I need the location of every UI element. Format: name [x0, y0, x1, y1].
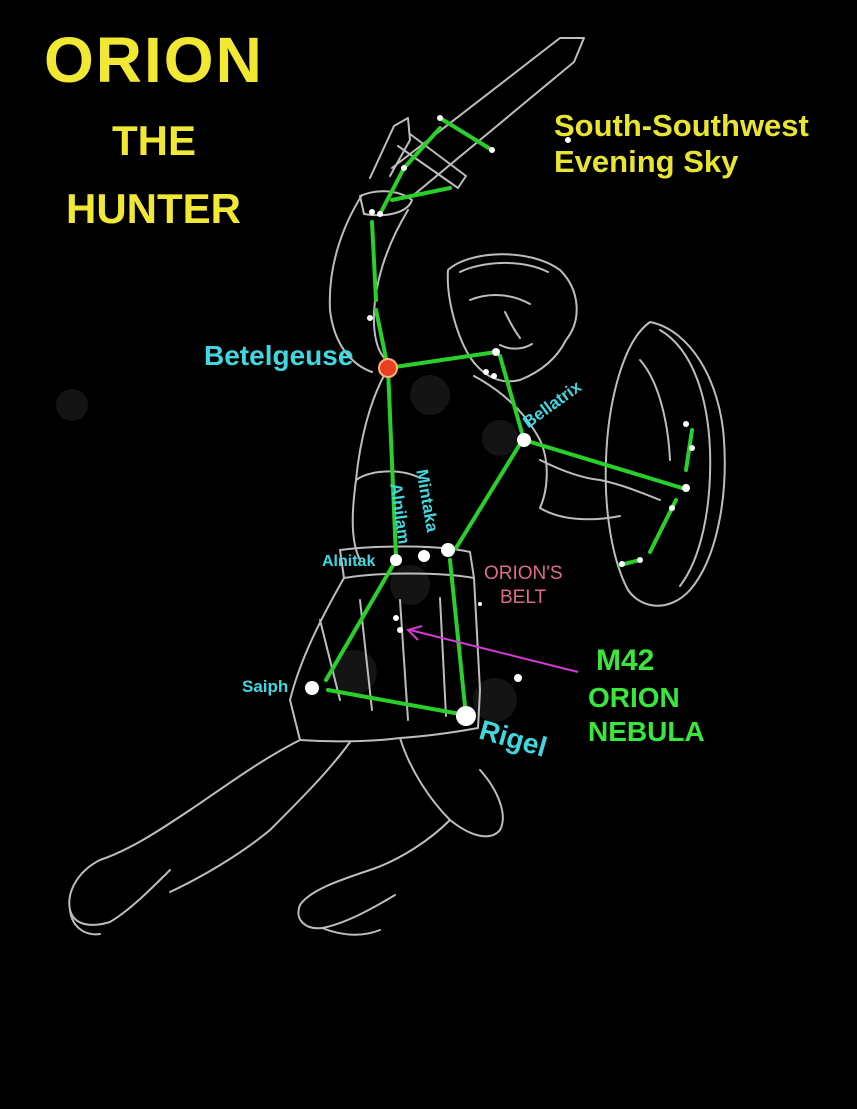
label-orion-nebula-line1: ORION: [588, 682, 680, 713]
subtitle-line1: South-Southwest: [554, 108, 809, 143]
stars: [305, 115, 695, 726]
title-the: THE: [112, 117, 196, 164]
label-orions-belt-line2: BELT: [500, 587, 547, 608]
betelgeuse-star: [378, 358, 398, 378]
faint-sky-glow: [56, 375, 518, 722]
title-block: ORION THE HUNTER: [0, 0, 330, 240]
hunter-figure-outline: [68, 37, 726, 936]
label-betelgeuse: Betelgeuse: [204, 340, 354, 371]
rigel-star: [456, 706, 476, 726]
alnilam-star: [418, 550, 430, 562]
label-orion-nebula-line2: NEBULA: [588, 716, 705, 747]
title-orion: ORION: [44, 24, 264, 96]
label-orions-belt-line1: ORION'S: [484, 563, 563, 584]
sky-direction-subtitle: South-Southwest Evening Sky: [554, 108, 809, 180]
bellatrix-star: [517, 433, 531, 447]
subtitle-line2: Evening Sky: [554, 144, 739, 179]
title-hunter: HUNTER: [66, 185, 241, 232]
alnitak-star: [390, 554, 402, 566]
label-alnitak: Alnitak: [322, 553, 376, 570]
label-saiph: Saiph: [242, 677, 289, 696]
m42-pointer-arrow: [406, 625, 579, 673]
saiph-star: [305, 681, 319, 695]
mintaka-star: [441, 543, 455, 557]
label-m42: M42: [596, 644, 655, 677]
